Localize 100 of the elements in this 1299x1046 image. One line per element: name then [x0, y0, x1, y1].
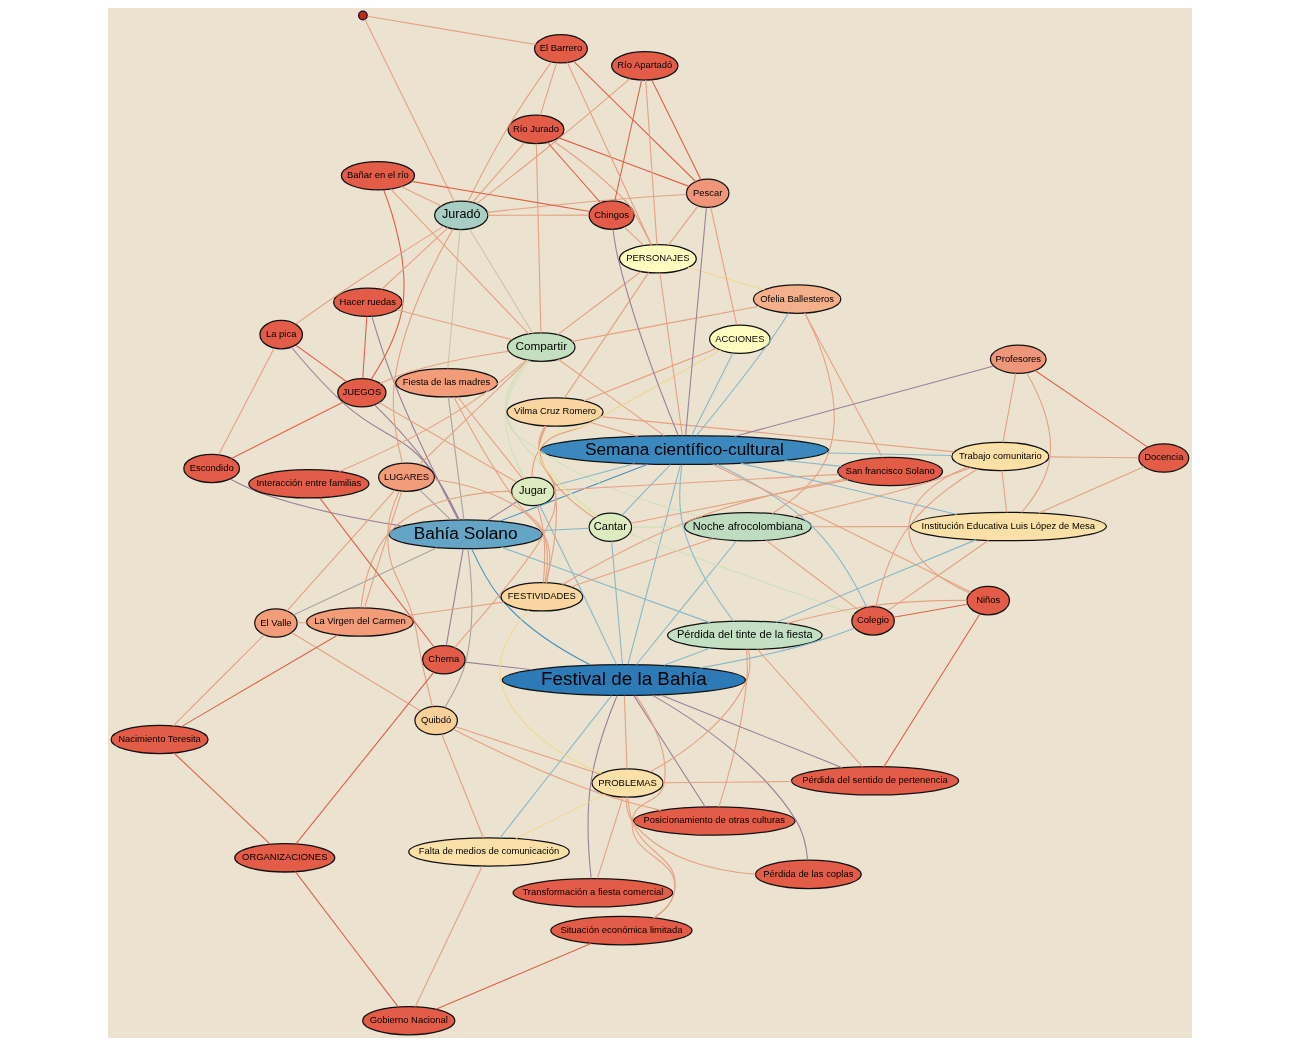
connector [1001, 372, 1016, 443]
node-ellipse: Río Apartadó [610, 51, 679, 81]
connector [756, 648, 863, 768]
node-ellipse: Pérdida de las coplas [754, 859, 862, 890]
connector [418, 489, 451, 521]
connector [400, 186, 442, 207]
connector [392, 228, 454, 464]
connector [433, 478, 550, 584]
connector [172, 752, 271, 845]
node-ellipse: Transformación a fiesta comercial [512, 878, 673, 908]
node-circle [357, 10, 368, 21]
node-ellipse: Quibdó [413, 705, 458, 736]
connector [445, 548, 464, 647]
connector [229, 478, 403, 527]
connector [498, 463, 648, 522]
connector [499, 695, 612, 839]
connector [536, 505, 545, 584]
connector [498, 609, 602, 774]
connector [410, 180, 590, 212]
connector [733, 365, 994, 438]
connector [587, 695, 618, 880]
node-ellipse: Ofelia Ballesteros [752, 284, 841, 314]
connector [630, 526, 685, 528]
connector [739, 462, 958, 515]
connector [443, 548, 472, 708]
connector [370, 315, 459, 521]
node-ellipse: Noche afrocolombiana [683, 511, 812, 542]
node-ellipse: Jugar [510, 476, 555, 507]
node-ellipse: ACCIONES [708, 324, 771, 354]
connector [715, 463, 867, 608]
node-ellipse: La Virgen del Carmen [305, 607, 414, 637]
node-ellipse: Río Jurado [506, 114, 564, 145]
connector [290, 632, 421, 712]
connector [456, 396, 523, 480]
connector [557, 359, 665, 437]
connector [625, 796, 756, 875]
connector [651, 694, 808, 861]
node-ellipse: Bañar en el río [340, 160, 415, 191]
connector [418, 359, 528, 466]
connector [294, 225, 445, 325]
connector [434, 942, 592, 1010]
connector [440, 733, 484, 839]
connector [294, 671, 434, 845]
connector [294, 871, 399, 1008]
connector [361, 316, 367, 379]
node-ellipse: Falta de medios de comunicación [407, 837, 570, 867]
node-ellipse: Chingos [587, 200, 635, 230]
connector [690, 352, 733, 437]
connector [824, 452, 952, 457]
connector [678, 464, 734, 622]
connector [650, 79, 701, 181]
node-ellipse: LUGARES [377, 462, 435, 492]
connector [471, 142, 525, 203]
connector [765, 539, 859, 611]
connector [486, 500, 518, 521]
connector [887, 539, 989, 611]
connector [454, 726, 600, 775]
connector [613, 79, 642, 202]
connector [632, 695, 706, 808]
connector [414, 865, 483, 1008]
connector [623, 695, 628, 770]
connector [466, 61, 552, 202]
connector [537, 425, 595, 519]
connector [217, 347, 275, 456]
connector [539, 62, 557, 116]
node-ellipse: Pérdida del tinte de la fiesta [666, 620, 823, 651]
connector [626, 796, 676, 919]
node-ellipse: La pica [258, 319, 303, 350]
connector [1020, 372, 1051, 513]
node-ellipse: Hacer ruedas [332, 287, 402, 318]
connector [810, 526, 911, 528]
connector [874, 468, 978, 608]
node-ellipse: Escondido [182, 453, 240, 484]
node-ellipse: PERSONAJES [618, 244, 697, 274]
connector [504, 359, 597, 517]
node-ellipse: JUEGOS [336, 377, 387, 408]
connector [370, 189, 405, 380]
connector [486, 194, 687, 213]
connector [557, 137, 690, 187]
connector [553, 473, 839, 491]
connector [684, 207, 707, 437]
connector [775, 539, 976, 623]
connector [359, 490, 512, 609]
connector [709, 206, 737, 326]
connector [717, 649, 748, 808]
connector [363, 19, 455, 203]
connector [612, 228, 679, 437]
node-ellipse: FESTIVIDADES [499, 582, 583, 612]
connector [783, 459, 842, 467]
node-ellipse: Festival de la Bahía [501, 664, 746, 697]
connector [389, 188, 529, 335]
node-ellipse: El Valle [253, 608, 298, 638]
connector [659, 694, 843, 769]
connector [538, 349, 721, 518]
connector [621, 464, 671, 516]
node-ellipse: Bahía Solano [387, 519, 543, 550]
connector [610, 540, 623, 665]
connector [285, 489, 395, 612]
connector [582, 347, 717, 402]
connector [551, 463, 635, 487]
